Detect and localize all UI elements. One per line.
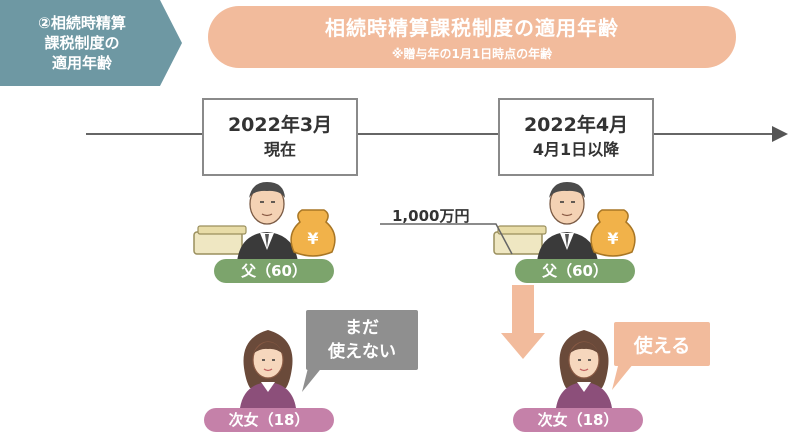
title-banner: 相続時精算課税制度の適用年齢 ※贈与年の1月1日時点の年齢 — [208, 6, 736, 68]
speech-bubble-right-tail — [612, 358, 638, 390]
father-illustration-right: ¥ — [493, 182, 636, 262]
gift-amount-leader-line — [380, 223, 513, 255]
daughter-label-right: 次女（18） — [513, 408, 643, 432]
title-note: ※贈与年の1月1日時点の年齢 — [391, 47, 553, 61]
speech-bubble-left-line1: まだ — [345, 318, 379, 338]
section-tag: ②相続時精算 課税制度の 適用年齢 — [0, 0, 182, 86]
daughter-illustration-left — [240, 330, 296, 408]
daughter-illustration-right — [556, 330, 612, 408]
date-left-line1: 2022年3月 — [227, 114, 333, 136]
father-illustration-left: ¥ — [193, 182, 336, 262]
svg-text:¥: ¥ — [607, 229, 618, 248]
speech-bubble-left-line2: 使えない — [328, 342, 396, 362]
page-title: 相続時精算課税制度の適用年齢 — [325, 16, 619, 40]
daughter-label-left: 次女（18） — [204, 408, 334, 432]
date-left-line2: 現在 — [263, 140, 296, 159]
speech-bubble-left-tail — [302, 360, 328, 392]
gift-amount: 1,000万円 — [392, 207, 470, 225]
section-tag-line-3: 適用年齢 — [51, 54, 112, 72]
down-arrow-shaft — [512, 285, 534, 333]
date-box-right: 2022年4月 4月1日以降 — [498, 98, 654, 176]
date-box-left: 2022年3月 現在 — [202, 98, 358, 176]
father-label-left: 父（60） — [214, 259, 334, 283]
svg-text:¥: ¥ — [307, 229, 318, 248]
date-right-line1: 2022年4月 — [523, 114, 629, 136]
date-right-line2: 4月1日以降 — [532, 140, 620, 159]
down-arrow-icon — [501, 333, 545, 359]
section-tag-line-2: 課税制度の — [44, 34, 120, 52]
section-tag-line-1: ②相続時精算 — [38, 14, 126, 32]
speech-bubble-right-text: 使える — [633, 334, 691, 357]
father-label-right: 父（60） — [515, 259, 635, 283]
timeline-arrowhead — [772, 126, 788, 142]
timeline-line — [86, 133, 776, 135]
